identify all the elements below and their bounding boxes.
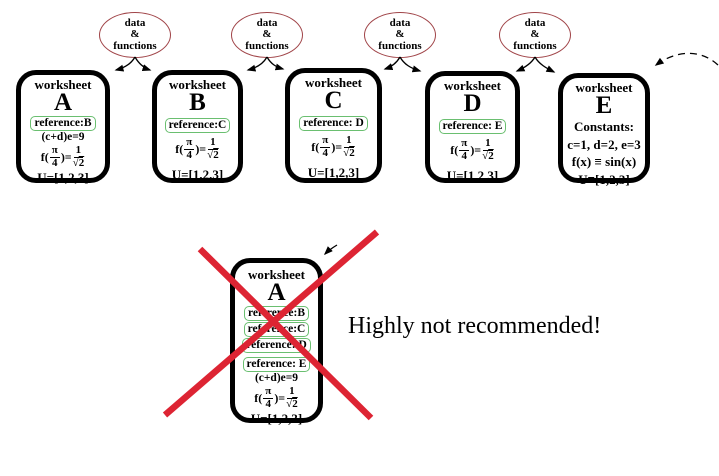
- oval-text: functions: [378, 39, 422, 52]
- one-over-sqrt2: 1√2: [72, 144, 85, 169]
- arrow-oval1-to-worksheet-b: [134, 56, 152, 71]
- oval-text: &: [262, 28, 272, 41]
- oval-text: data: [524, 16, 546, 29]
- eq-infix: )=: [331, 139, 343, 154]
- set-line: U=[1,2,3]: [307, 165, 360, 181]
- reference-badge: reference:C: [243, 322, 310, 337]
- worksheet-title: worksheet: [443, 78, 502, 93]
- worksheet-card-not-recommended: worksheet A reference:B reference:C refe…: [230, 258, 323, 427]
- arrow-oval3-to-worksheet-d: [399, 56, 422, 73]
- eq-infix: )=: [470, 142, 482, 157]
- data-functions-oval-2: data & functions: [231, 12, 303, 58]
- reference-badge: reference:B: [30, 116, 96, 131]
- set-line: U=[1,2,3]: [171, 167, 224, 183]
- reference-badge: reference:B: [243, 306, 310, 321]
- one-over-sqrt2: 1√2: [207, 136, 219, 161]
- oval-text: &: [130, 28, 140, 41]
- oval-text: functions: [245, 39, 289, 52]
- dashed-arrow-to-worksheet-e: [654, 52, 719, 66]
- reference-badge: reference: D: [242, 338, 311, 353]
- data-functions-oval-4: data & functions: [499, 12, 571, 58]
- equation-line: (c+d)e=9: [41, 131, 85, 143]
- constants-label: Constants:: [574, 119, 634, 134]
- eq-infix: )=: [60, 149, 72, 164]
- oval-text: data: [256, 16, 278, 29]
- worksheet-letter: A: [267, 279, 286, 306]
- set-line: U=[1,2,3]: [446, 168, 499, 184]
- eq-prefix: f(: [175, 141, 184, 156]
- eq-prefix: f(: [311, 139, 320, 154]
- oval-text: functions: [513, 39, 557, 52]
- constants-values: c=1, d=2, e=3: [567, 136, 641, 152]
- arrow-oval2-to-worksheet-b: [246, 56, 268, 72]
- worksheet-letter: C: [324, 87, 343, 114]
- worksheet-letter: B: [189, 89, 206, 116]
- one-over-sqrt2: 1√2: [286, 385, 298, 410]
- worksheet-letter: E: [595, 92, 613, 119]
- oval-text: data: [124, 16, 146, 29]
- worksheet-title: worksheet: [168, 77, 227, 92]
- oval-text: &: [530, 28, 540, 41]
- reference-badge: reference:C: [164, 118, 231, 133]
- warning-caption: Highly not recommended!: [348, 313, 602, 339]
- eq-prefix: f(: [40, 149, 49, 164]
- worksheet-letter: A: [53, 89, 73, 116]
- arrow-oval2-to-worksheet-c: [266, 56, 285, 71]
- set-line: U≡[1,2,3]: [578, 171, 630, 187]
- worksheet-letter: D: [463, 90, 482, 117]
- oval-text: &: [395, 28, 405, 41]
- data-functions-oval-1: data & functions: [99, 12, 171, 58]
- set-line: U=[1,2,3]: [250, 411, 303, 427]
- arrow-oval3-to-worksheet-c: [383, 56, 401, 70]
- oval-text: data: [389, 16, 411, 29]
- worksheet-card-e: worksheet E Constants: c=1, d=2, e=3 f(x…: [558, 73, 650, 187]
- eq-prefix: f(: [450, 142, 459, 157]
- arrow-into-bottom-worksheet: [323, 244, 338, 256]
- worksheet-title: worksheet: [575, 80, 633, 95]
- function-definition: f(x) ≡ sin(x): [571, 154, 637, 169]
- worksheet-title: worksheet: [34, 77, 92, 92]
- set-line: U=[1,2,3]: [37, 170, 89, 186]
- eq-infix: )=: [274, 390, 286, 405]
- reference-badge: reference: E: [242, 357, 311, 372]
- one-over-sqrt2: 1√2: [343, 134, 355, 159]
- one-over-sqrt2: 1√2: [482, 137, 494, 162]
- reference-badge: reference: E: [438, 119, 507, 134]
- data-functions-oval-3: data & functions: [364, 12, 436, 58]
- worksheet-title: worksheet: [304, 75, 363, 90]
- arrow-oval4-to-worksheet-e: [534, 56, 556, 73]
- oval-text: functions: [113, 39, 157, 52]
- reference-badge: reference: D: [299, 116, 368, 131]
- equation-line: (c+d)e=9: [254, 372, 299, 384]
- arrow-oval4-to-worksheet-d: [515, 56, 536, 72]
- eq-infix: )=: [195, 141, 207, 156]
- arrow-oval1-to-worksheet-a: [114, 56, 136, 72]
- eq-prefix: f(: [254, 390, 263, 405]
